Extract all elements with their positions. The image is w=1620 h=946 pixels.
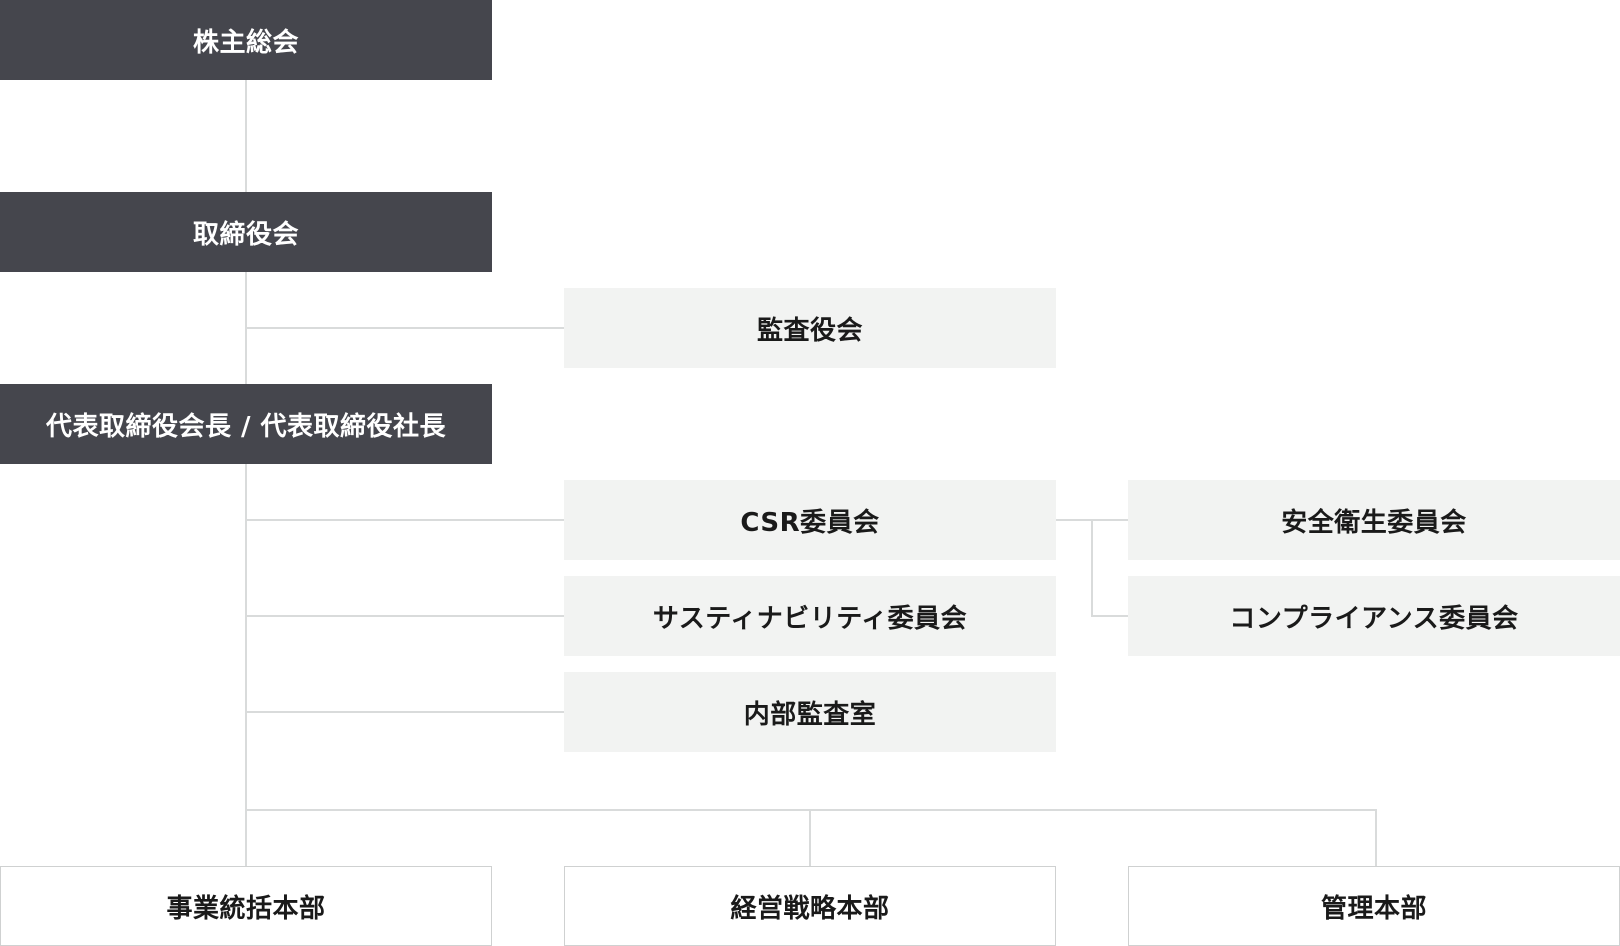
connector-divisions-bar bbox=[245, 809, 1377, 811]
node-admin-division: 管理本部 bbox=[1128, 866, 1620, 946]
node-business-division: 事業統括本部 bbox=[0, 866, 492, 946]
node-sustainability-committee: サスティナビリティ委員会 bbox=[564, 576, 1056, 656]
connector-to-admin bbox=[1375, 809, 1377, 866]
connector-to-compliance bbox=[1091, 615, 1128, 617]
node-strategy-division: 経営戦略本部 bbox=[564, 866, 1056, 946]
node-board-of-directors: 取締役会 bbox=[0, 192, 492, 272]
node-chairman-president: 代表取締役会長 / 代表取締役社長 bbox=[0, 384, 492, 464]
connector-csr-branch-vertical bbox=[1091, 519, 1093, 617]
connector-to-sustainability bbox=[245, 615, 564, 617]
connector-to-csr bbox=[245, 519, 564, 521]
node-compliance-committee: コンプライアンス委員会 bbox=[1128, 576, 1620, 656]
node-safety-health-committee: 安全衛生委員会 bbox=[1128, 480, 1620, 560]
connector-to-internal-audit bbox=[245, 711, 564, 713]
connector-to-auditors bbox=[245, 327, 564, 329]
node-shareholders-meeting: 株主総会 bbox=[0, 0, 492, 80]
node-audit-board: 監査役会 bbox=[564, 288, 1056, 368]
connector-main-spine bbox=[245, 80, 247, 866]
node-internal-audit-office: 内部監査室 bbox=[564, 672, 1056, 752]
node-csr-committee: CSR委員会 bbox=[564, 480, 1056, 560]
connector-to-strategy bbox=[809, 809, 811, 866]
